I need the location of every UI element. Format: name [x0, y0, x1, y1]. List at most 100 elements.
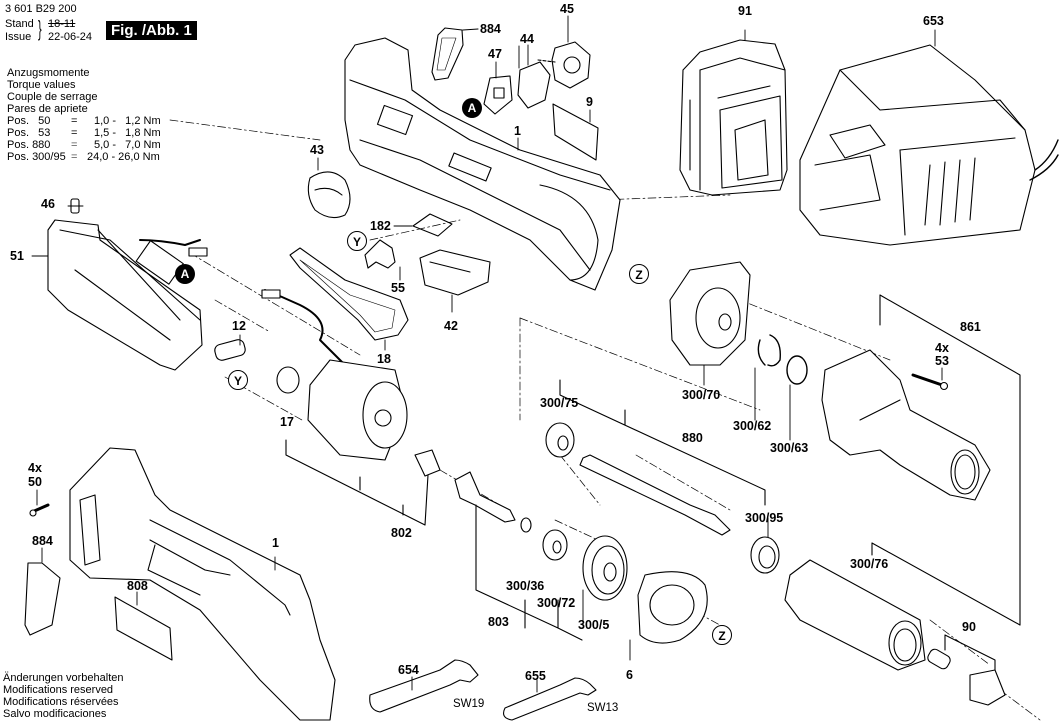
part-label-50: 50: [28, 475, 42, 489]
washer-300-36: [520, 517, 532, 533]
callout-y-top: Y: [347, 231, 367, 251]
grille-884-bottom: [24, 562, 61, 636]
torque-pos-300-95: Pos. 300/95: [7, 151, 66, 163]
shaft-880: [579, 454, 731, 536]
torque-eq: =: [71, 115, 78, 127]
part-label-18: 18: [377, 352, 391, 366]
bracket-90: [944, 634, 996, 671]
brace-icon: }: [38, 16, 42, 41]
part-label-55: 55: [391, 281, 405, 295]
part-label-300-62: 300/62: [733, 419, 772, 433]
part-label-884-top: 884: [480, 22, 501, 36]
part-label-300-76: 300/76: [850, 557, 889, 571]
torque-heading-en: Torque values: [7, 79, 76, 91]
part-label-1-top: 1: [514, 124, 521, 138]
wrench-size-sw13: SW13: [587, 702, 619, 714]
bracket-802: [285, 439, 429, 526]
part-label-46: 46: [41, 197, 55, 211]
part-label-300-75: 300/75: [540, 396, 579, 410]
collet-90: [927, 648, 951, 670]
wrench-655: [503, 677, 597, 721]
bearing-300-72: [542, 529, 568, 561]
part-label-182: 182: [370, 219, 391, 233]
stand-value: 18-11: [48, 18, 76, 30]
torque-heading-de: Anzugsmomente: [7, 67, 90, 79]
part-label-6: 6: [626, 668, 633, 682]
torque-pos-880: Pos. 880: [7, 139, 51, 151]
figure-title: Fig. /Abb. 1: [106, 21, 197, 40]
torque-heading-fr: Couple de serrage: [7, 91, 98, 103]
battery-pack-91: [679, 39, 788, 196]
circlip-300-62: [757, 334, 781, 367]
part-label-90: 90: [962, 620, 976, 634]
part-label-300-95: 300/95: [745, 511, 784, 525]
torque-eq: =: [71, 139, 78, 151]
bracket-803: [475, 504, 583, 641]
part-label-300-36: 300/36: [506, 579, 545, 593]
part-label-17: 17: [280, 415, 294, 429]
label-182: [412, 213, 453, 237]
part-label-808: 808: [127, 579, 148, 593]
part-label-880: 880: [682, 431, 703, 445]
footer-note-fr: Modifications réservées: [3, 696, 119, 708]
collet-nut-90: [969, 669, 1006, 706]
charger-653: [799, 44, 1059, 246]
switch-assembly-51: [47, 198, 208, 371]
bracket-861: [879, 294, 1021, 626]
end-cap-43: [307, 171, 351, 219]
leader-lines: [31, 15, 943, 693]
callout-a-left: A: [175, 264, 195, 284]
part-label-654: 654: [398, 663, 419, 677]
housing-half-1-top: [344, 37, 621, 291]
part-label-1-bottom: 1: [272, 536, 279, 550]
part-label-53: 53: [935, 354, 949, 368]
part-55: [364, 239, 396, 269]
grille-884-top: [431, 27, 479, 81]
part-42: [419, 249, 491, 296]
part-label-861: 861: [960, 320, 981, 334]
part-label-300-70: 300/70: [682, 388, 721, 402]
screw-53: [911, 373, 944, 387]
torque-pos-50: Pos. 50: [7, 115, 51, 127]
part-label-803: 803: [488, 615, 509, 629]
callout-z-bottom: Z: [712, 625, 732, 645]
footer-note-de: Änderungen vorbehalten: [3, 672, 124, 684]
document-number: 3 601 B29 200: [5, 3, 77, 15]
part-12: [214, 339, 246, 361]
callout-y-left: Y: [228, 370, 248, 390]
torque-pos-53: Pos. 53: [7, 127, 51, 139]
part-label-802: 802: [391, 526, 412, 540]
footer-note-es: Salvo modificaciones: [3, 708, 107, 720]
callout-z-top: Z: [629, 264, 649, 284]
part-label-47: 47: [488, 47, 502, 61]
housing-half-1-bottom: [69, 447, 336, 721]
motor-802: [276, 359, 441, 477]
torque-heading-es: Pares de apriete: [7, 103, 88, 115]
ring-300-63: [786, 355, 808, 385]
torque-range-880: 5,0 - 7,0 Nm: [94, 139, 161, 151]
motor-wires: [264, 289, 346, 366]
guard-6: [637, 571, 708, 644]
bearing-300-75: [545, 422, 575, 458]
part-label-655: 655: [525, 669, 546, 683]
nut-300-95: [750, 536, 780, 574]
torque-eq: =: [71, 151, 78, 163]
part-label-653: 653: [923, 14, 944, 28]
part-label-51: 51: [10, 249, 24, 263]
torque-range-300-95: 24,0 - 26,0 Nm: [87, 151, 160, 163]
part-label-9: 9: [586, 95, 593, 109]
part-label-45: 45: [560, 2, 574, 16]
gear-300-5: [582, 535, 628, 601]
part-label-300-63: 300/63: [770, 441, 809, 455]
torque-range-53: 1,5 - 1,8 Nm: [94, 127, 161, 139]
switch-lever-18: [289, 247, 409, 341]
part-label-884-bottom: 884: [32, 534, 53, 548]
switch-parts-44-45-47: [483, 41, 591, 115]
bracket-880: [559, 379, 766, 506]
part-label-44: 44: [520, 32, 534, 46]
part-label-53-qty: 4x: [935, 341, 949, 355]
label-9: [552, 103, 599, 161]
issue-value: 22-06-24: [48, 31, 93, 43]
flange-300-70: [669, 261, 751, 366]
